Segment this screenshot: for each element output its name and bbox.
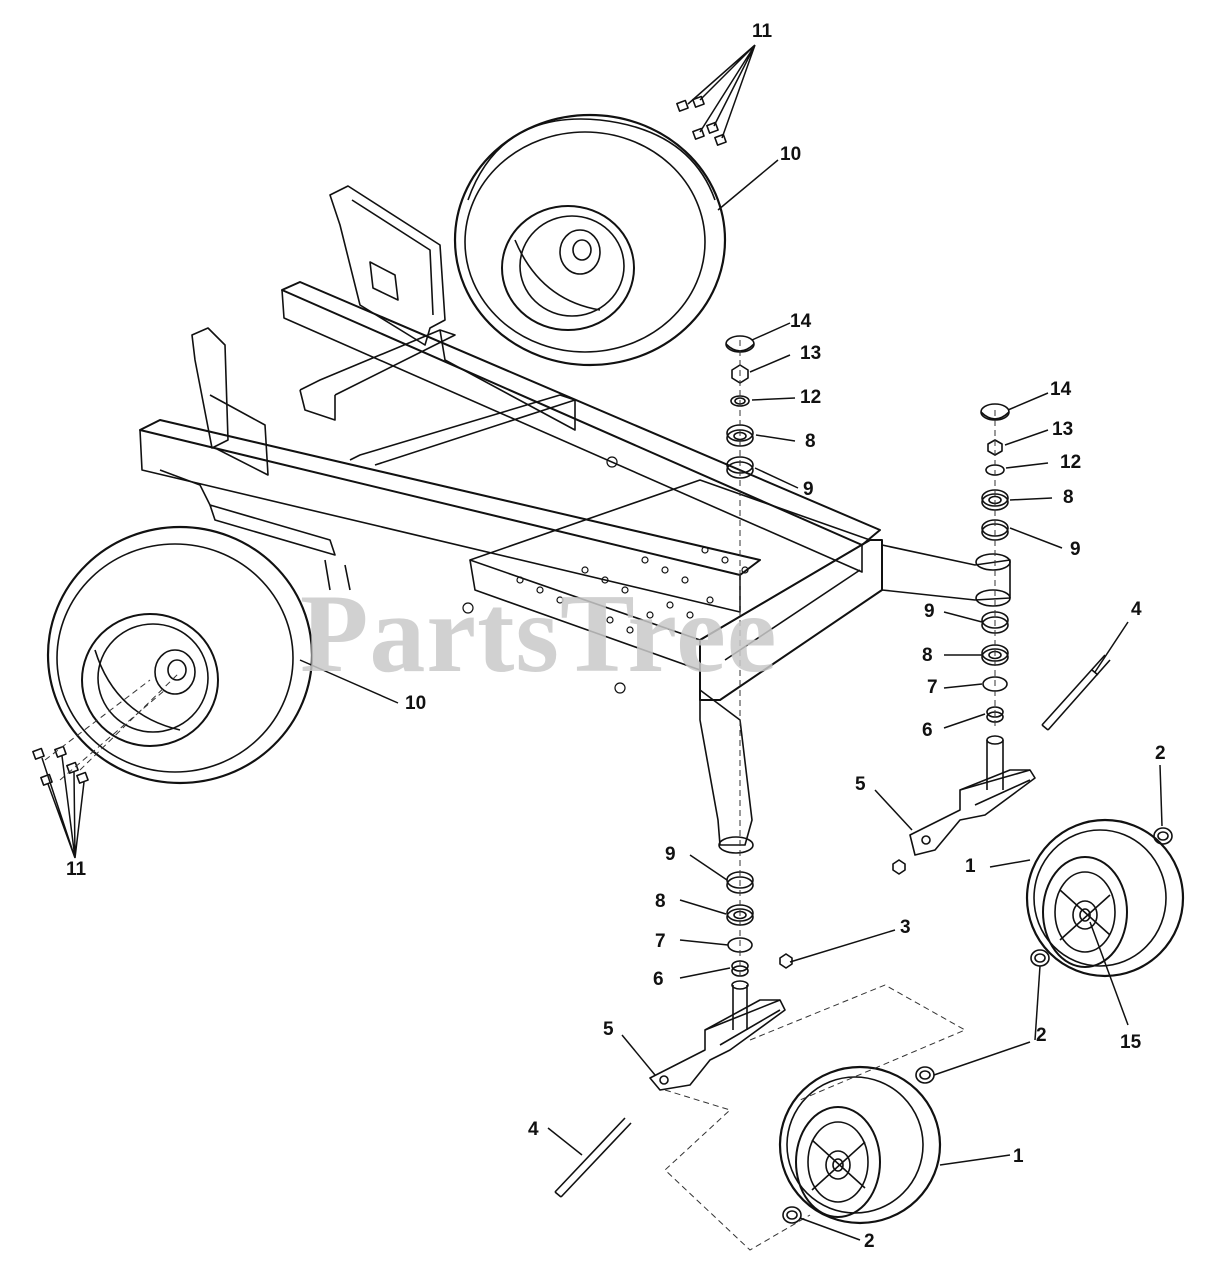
callout-8-center: 8 [805, 431, 816, 452]
caster-wheel-left [778, 1065, 942, 1225]
callout-3: 3 [900, 917, 911, 938]
leader-lines [41, 44, 1163, 1241]
spacers-2 [782, 827, 1173, 1224]
rear-tire-left [46, 525, 314, 785]
caster-wheel-right [1025, 818, 1185, 978]
callout-9-right-lower: 9 [924, 601, 935, 622]
callout-10-left: 10 [405, 693, 427, 714]
callout-2-right-mid: 2 [1036, 1025, 1047, 1046]
watermark: PartsTree [300, 572, 778, 696]
callout-9-center: 9 [803, 479, 814, 500]
callout-2-left-bottom: 2 [864, 1231, 875, 1252]
caster-stack-center [725, 335, 755, 479]
callout-12-right: 12 [1060, 452, 1082, 473]
callout-1-left: 1 [1013, 1146, 1024, 1167]
callout-14-center: 14 [790, 311, 812, 332]
callout-4-right: 4 [1131, 599, 1142, 620]
callout-4-left: 4 [528, 1119, 539, 1140]
callout-1-right: 1 [965, 856, 976, 877]
axle-bolt-left [554, 1117, 632, 1198]
caster-fork-left [649, 980, 786, 1091]
axle-bolt-right [1041, 654, 1111, 731]
callout-9-left-lower: 9 [665, 844, 676, 865]
callout-7-right-lower: 7 [927, 677, 938, 698]
callout-10-top: 10 [780, 144, 802, 165]
callout-13-center: 13 [800, 343, 822, 364]
caster-fork-right [909, 735, 1036, 856]
callout-8-right: 8 [1063, 487, 1074, 508]
lug-nuts-top [676, 95, 727, 146]
callout-2-right-top: 2 [1155, 743, 1166, 764]
callout-15: 15 [1120, 1032, 1142, 1053]
callout-8-left-lower: 8 [655, 891, 666, 912]
callout-11-top: 11 [752, 21, 773, 42]
callout-7-left-lower: 7 [655, 931, 666, 952]
assembly-guides [44, 340, 996, 1251]
callout-11-left: 11 [66, 859, 87, 880]
callout-9-right: 9 [1070, 539, 1081, 560]
callout-8-right-lower: 8 [922, 645, 933, 666]
lug-nuts-left [32, 745, 89, 786]
mower-frame [139, 185, 1011, 854]
callout-13-right: 13 [1052, 419, 1074, 440]
callout-14-right: 14 [1050, 379, 1072, 400]
nuts-3 [779, 859, 906, 969]
frame-holes [462, 456, 749, 694]
rear-tire-top [453, 113, 727, 367]
callout-12-center: 12 [800, 387, 822, 408]
callout-6-left-lower: 6 [653, 969, 664, 990]
callout-5-right: 5 [855, 774, 866, 795]
callout-5-left: 5 [603, 1019, 614, 1040]
callout-6-right-lower: 6 [922, 720, 933, 741]
